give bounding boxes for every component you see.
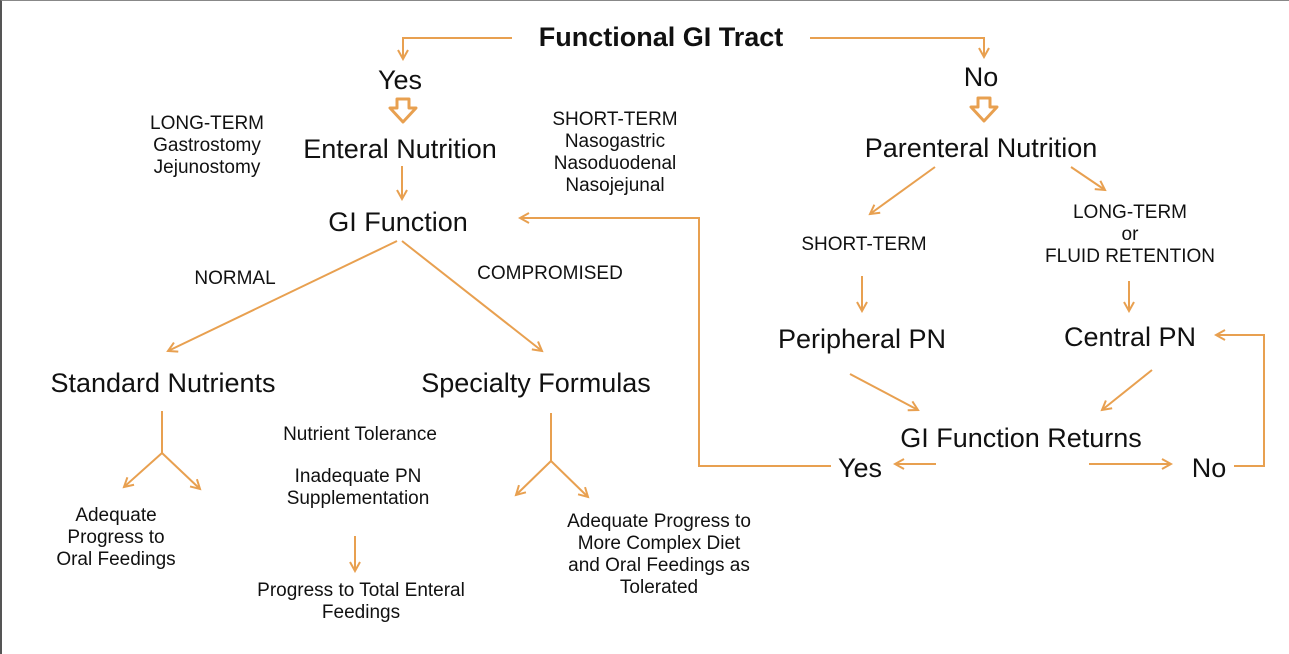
nutrient-tolerance-note: Nutrient Tolerance — [283, 424, 437, 445]
arrow-specialty-fork-right — [550, 460, 588, 497]
adequate-oral-line: Adequate — [75, 505, 157, 526]
progress-enteral-line: Progress to Total Enteral — [257, 580, 465, 601]
standard-nutrients-node: Standard Nutrients — [50, 368, 276, 398]
arrow-title-to-no — [810, 37, 984, 57]
yes-label-bottom: Yes — [837, 453, 883, 483]
arrow-yes-loop-to-gi-function — [520, 218, 831, 467]
adequate-oral-outcome: Adequate Progress to Oral Feedings — [56, 505, 175, 571]
arrow-gi-to-specialty — [401, 240, 542, 351]
progress-enteral-line: Feedings — [321, 601, 401, 623]
enteral-long-term-heading: LONG-TERM — [150, 113, 264, 134]
arrow-parenteral-to-short-term — [870, 166, 936, 214]
enteral-long-term-item: Jejunostomy — [153, 156, 261, 178]
arrow-standard-fork-left — [124, 452, 163, 487]
yes-label-top: Yes — [377, 65, 423, 95]
adequate-complex-line: and Oral Feedings as — [568, 554, 750, 576]
peripheral-pn-node: Peripheral PN — [777, 324, 947, 354]
enteral-nutrition-node: Enteral Nutrition — [303, 134, 497, 164]
enteral-short-term-item: Nasojejunal — [565, 174, 665, 196]
pn-long-term-label: LONG-TERM or FLUID RETENTION — [1045, 202, 1215, 268]
arrow-no-loop-to-central — [1216, 335, 1265, 467]
central-pn-node: Central PN — [1063, 322, 1197, 352]
block-arrow-yes-to-enteral — [388, 97, 418, 124]
arrow-gi-to-standard — [168, 240, 398, 351]
normal-label: NORMAL — [194, 268, 276, 289]
arrow-peripheral-to-returns — [849, 373, 918, 410]
enteral-short-term-heading: SHORT-TERM — [552, 109, 678, 130]
progress-enteral-outcome: Progress to Total Enteral Feedings — [257, 580, 465, 624]
arrow-title-to-yes — [403, 37, 512, 59]
arrow-central-to-returns — [1102, 369, 1153, 410]
diagram-title: Functional GI Tract — [538, 22, 784, 52]
adequate-oral-line: Oral Feedings — [56, 548, 176, 570]
inadequate-pn-line: Inadequate PN — [294, 466, 422, 487]
enteral-long-term-note: LONG-TERM Gastrostomy Jejunostomy — [150, 113, 264, 179]
specialty-formulas-node: Specialty Formulas — [421, 368, 651, 398]
enteral-long-term-item: Gastrostomy — [153, 134, 261, 156]
gi-function-returns-node: GI Function Returns — [900, 423, 1142, 453]
no-label-top: No — [963, 62, 999, 92]
enteral-short-term-note: SHORT-TERM Nasogastric Nasoduodenal Naso… — [552, 109, 677, 196]
arrow-specialty-fork-left — [516, 460, 552, 495]
adequate-complex-line: Adequate Progress to — [567, 511, 751, 532]
adequate-oral-line: Progress to — [67, 526, 165, 548]
adequate-complex-line: More Complex Diet — [577, 532, 741, 554]
arrow-parenteral-to-long-term — [1070, 166, 1105, 190]
arrow-standard-fork-right — [161, 452, 200, 489]
no-label-bottom: No — [1191, 453, 1227, 483]
parenteral-nutrition-node: Parenteral Nutrition — [864, 133, 1098, 163]
inadequate-pn-note: Inadequate PN Supplementation — [287, 466, 430, 510]
pn-long-term-line: LONG-TERM — [1072, 202, 1187, 223]
enteral-short-term-item: Nasoduodenal — [553, 152, 677, 174]
pn-short-term-label: SHORT-TERM — [801, 234, 927, 255]
adequate-complex-line: Tolerated — [619, 576, 699, 598]
inadequate-pn-line: Supplementation — [286, 487, 430, 509]
gi-function-node: GI Function — [328, 207, 468, 237]
compromised-label: COMPROMISED — [477, 263, 623, 284]
adequate-complex-outcome: Adequate Progress to More Complex Diet a… — [567, 511, 751, 598]
block-arrow-no-to-parenteral — [969, 96, 999, 123]
enteral-short-term-item: Nasogastric — [564, 130, 666, 152]
pn-long-term-line: FLUID RETENTION — [1045, 245, 1215, 267]
pn-long-term-line: or — [1121, 223, 1139, 245]
